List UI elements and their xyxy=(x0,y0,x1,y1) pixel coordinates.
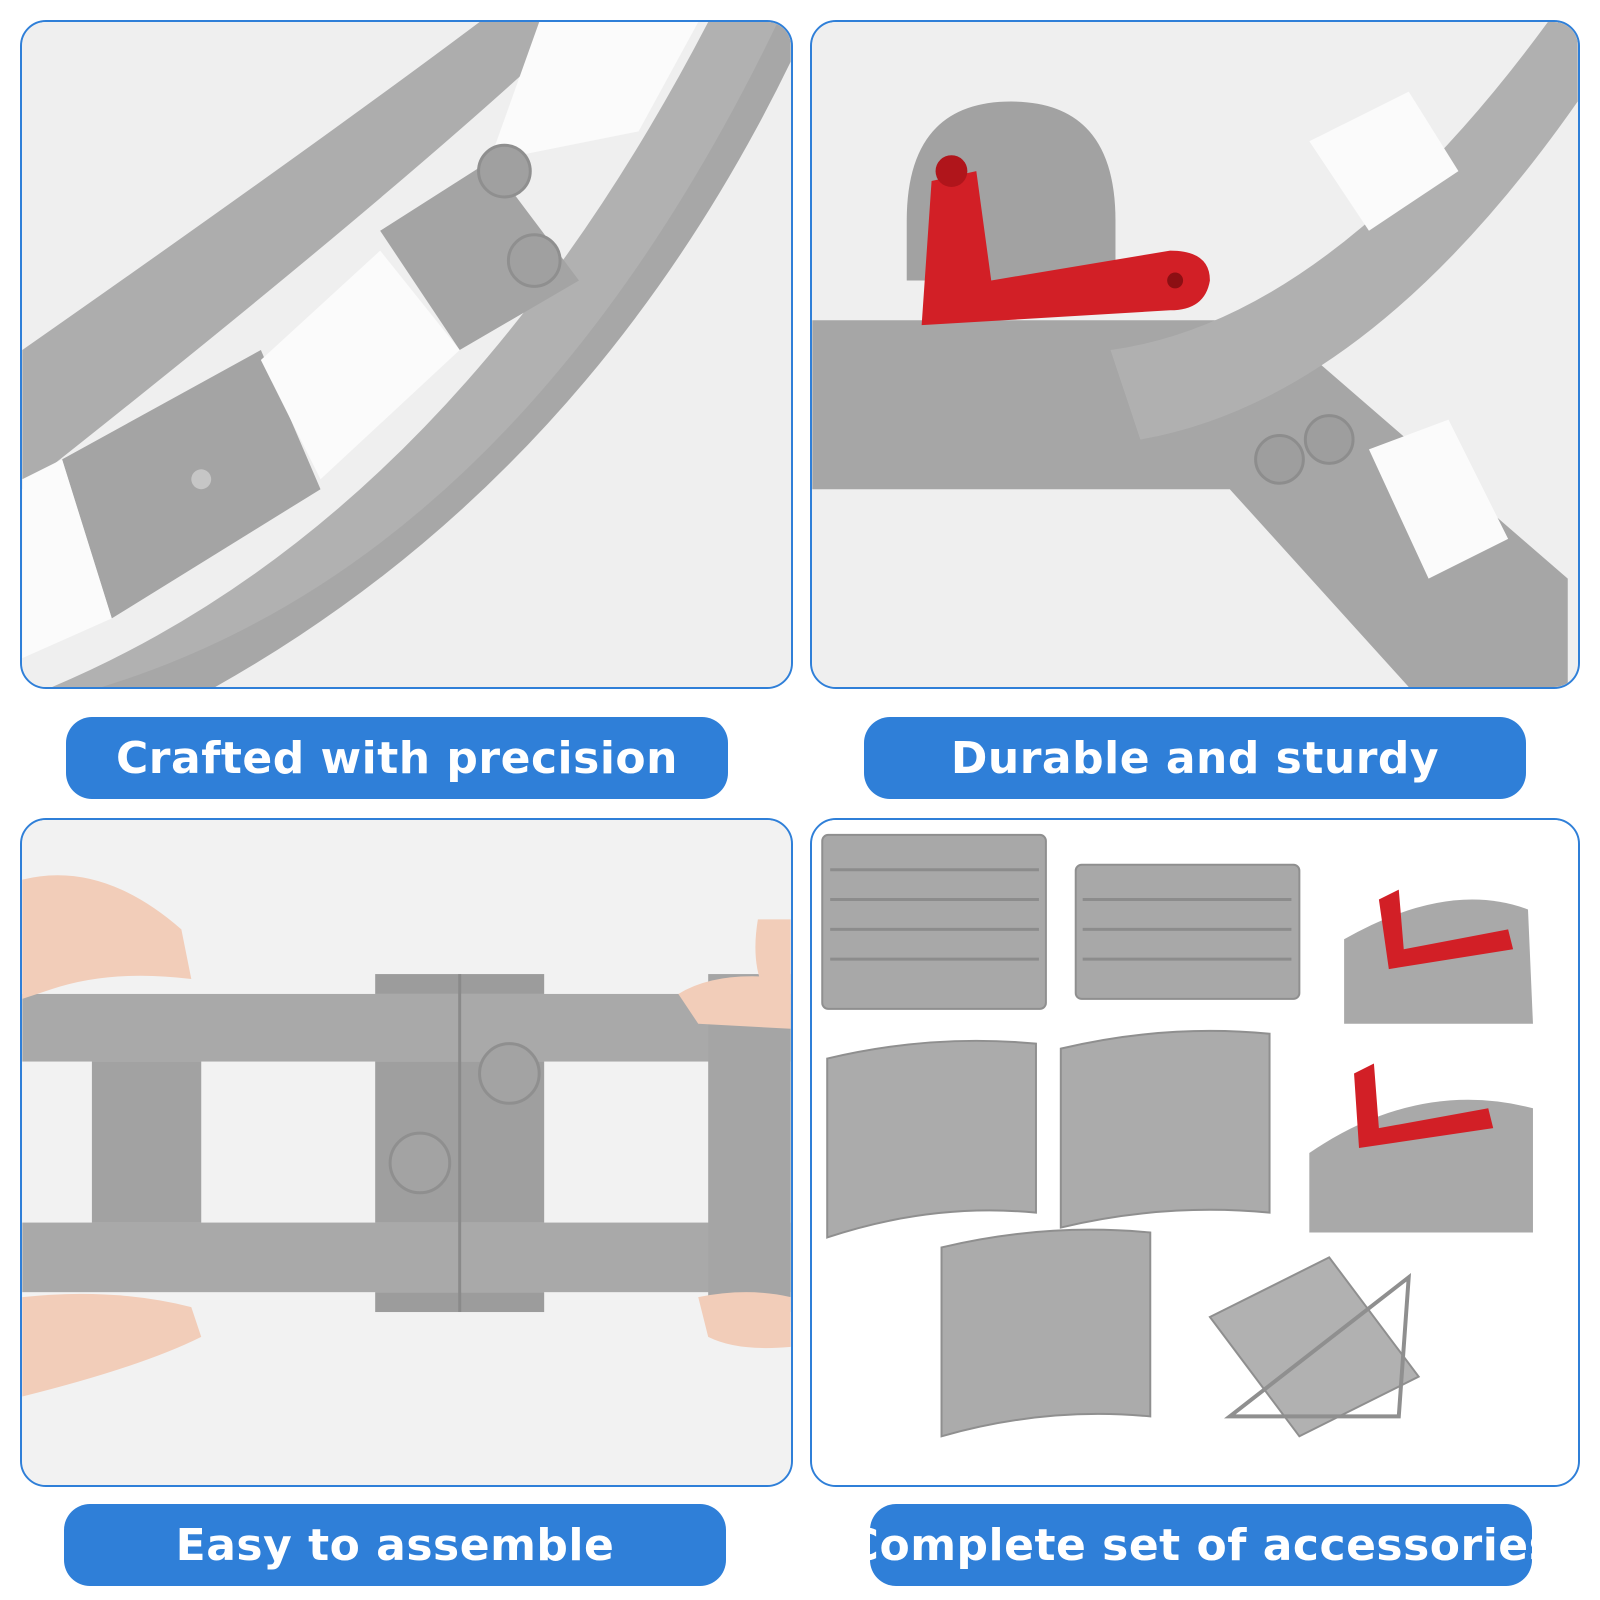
caption-durable-and-sturdy: Durable and sturdy xyxy=(864,717,1526,799)
panel-assembling-track xyxy=(20,818,793,1487)
panel-curved-track-closeup xyxy=(20,20,793,689)
caption-complete-set-of-accessories: Complete set of accessories xyxy=(847,1504,1555,1586)
panel-switch-track-closeup xyxy=(810,20,1580,689)
curved-track-photo xyxy=(22,22,791,687)
caption-crafted-with-precision: Crafted with precision xyxy=(66,717,728,799)
switch-track-photo xyxy=(812,22,1578,687)
caption-easy-to-assemble: Easy to assemble xyxy=(64,1504,726,1586)
assembling-track-photo xyxy=(22,820,791,1485)
panel-accessory-set xyxy=(810,818,1580,1487)
accessory-set-photo xyxy=(812,820,1578,1485)
